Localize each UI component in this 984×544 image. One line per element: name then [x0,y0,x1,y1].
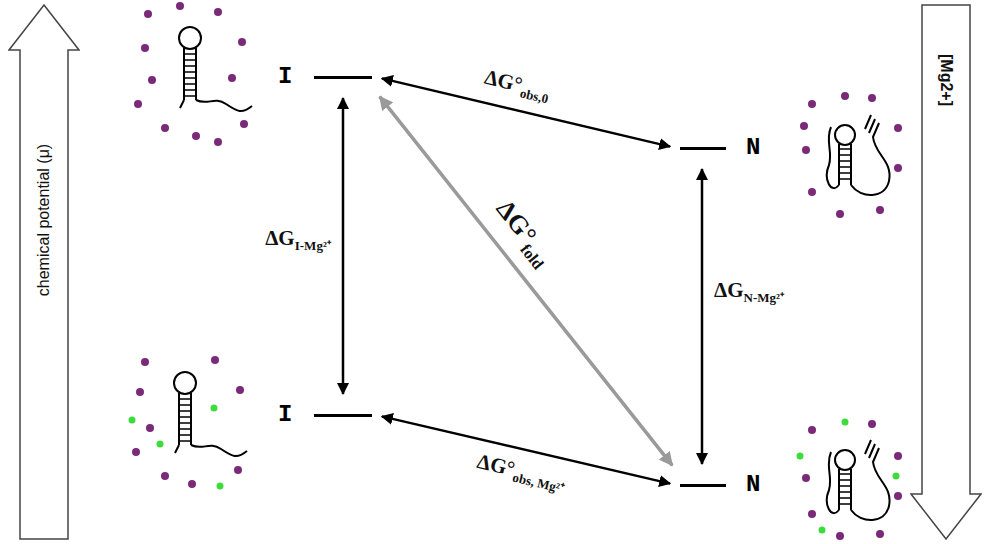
rna-hairpin [179,27,252,111]
free-energy-label: ΔG°fold [486,193,561,275]
monovalent-ions [802,420,902,540]
state-label: I [278,65,292,89]
subscript: obs,0 [518,85,549,106]
axis-arrow: chemical potential (μ) [8,4,80,540]
free-energy-arrow [382,78,670,146]
mg-free-ions [800,92,902,218]
mg-ions [797,419,900,534]
free-energy-label: ΔGN-Mg²⁺ [712,278,786,306]
subscript: fold [517,241,547,273]
free-energy-label: ΔG°obs,0 [479,64,554,108]
energy-level-bar [314,414,372,417]
state-level: N [676,133,776,163]
arrow-outline [911,5,981,539]
axis-label: chemical potential (μ) [35,144,53,296]
free-energy-arrow [342,98,345,394]
state-label: N [746,136,760,160]
free-energy-arrow [701,169,704,464]
mg-free-ions [134,2,248,146]
monovalent-ions [132,356,244,488]
axis-arrow: [Mg2+] [910,4,982,540]
subscript: I-Mg²⁺ [295,238,331,253]
state-label: N [746,473,760,497]
rna-hairpin [174,372,247,456]
subscript: obs, Mg²⁺ [511,470,565,496]
energy-level-bar [680,147,726,150]
rna-folded [827,115,890,195]
energy-level-bar [314,76,372,79]
state-level: N [676,470,776,500]
axis-label: [Mg2+] [937,54,955,106]
overall-free-energy-arrow [380,97,673,466]
arrow-outline [9,5,79,539]
energy-level-bar [680,484,726,487]
mg-ions [129,405,224,490]
state-level: I [276,400,376,430]
rna-folded [827,440,890,520]
subscript: N-Mg²⁺ [744,290,784,305]
state-level: I [276,62,376,92]
free-energy-label: ΔGI-Mg²⁺ [263,226,333,254]
state-label: I [278,403,292,427]
